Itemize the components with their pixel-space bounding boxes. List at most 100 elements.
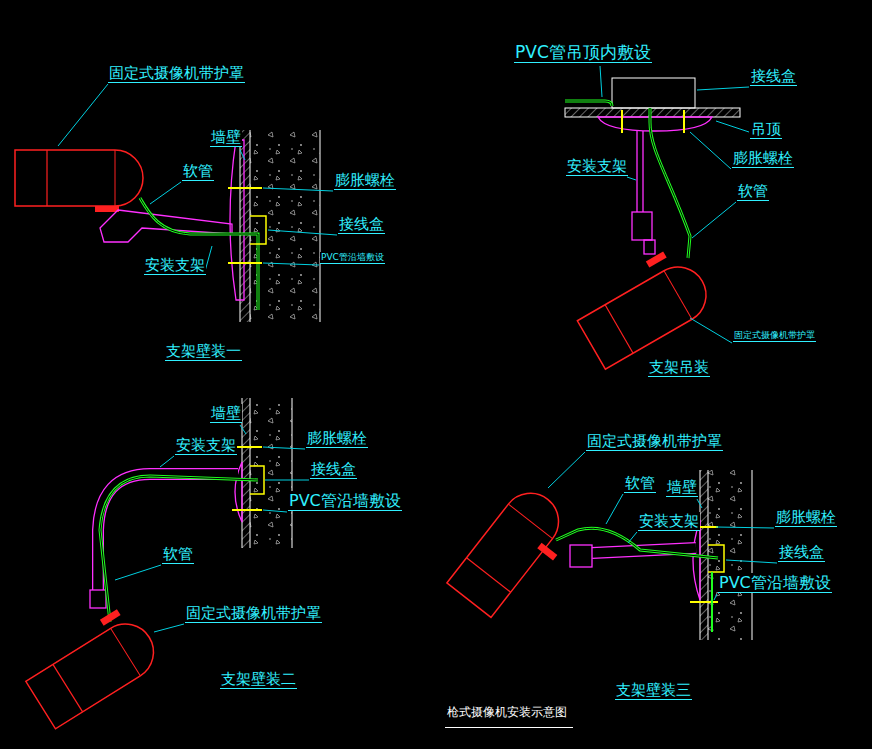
wall-section bbox=[240, 130, 320, 322]
pvc-pipe bbox=[711, 572, 713, 632]
wall-line bbox=[292, 398, 293, 548]
soft-pipe bbox=[556, 528, 718, 558]
leader-line bbox=[150, 182, 181, 204]
callout-label: 安装支架 bbox=[175, 436, 237, 455]
callout-label: PVC管沿墙敷设 bbox=[288, 491, 402, 511]
soft-pipe-core bbox=[650, 108, 690, 258]
callout-label: 软管 bbox=[624, 474, 656, 493]
camera-mount bbox=[646, 251, 667, 267]
wall-concrete bbox=[250, 398, 292, 548]
camera-housing bbox=[447, 482, 570, 617]
leader-line bbox=[268, 230, 337, 235]
callout-label: 膨胀螺栓 bbox=[334, 171, 396, 190]
leader-line bbox=[697, 87, 749, 90]
leader-line bbox=[628, 532, 637, 543]
leader-line bbox=[154, 624, 184, 632]
leader-line bbox=[265, 480, 309, 481]
ceiling bbox=[565, 108, 740, 117]
wall-concrete bbox=[708, 470, 752, 640]
wall-hatch bbox=[242, 398, 250, 548]
bracket-joint bbox=[632, 212, 652, 240]
wall-line bbox=[752, 470, 753, 640]
leader-line bbox=[263, 510, 287, 512]
leader-line bbox=[58, 84, 108, 146]
leader-line bbox=[263, 447, 305, 449]
leader-line bbox=[548, 452, 585, 488]
camera-housing bbox=[26, 609, 164, 729]
leader-line bbox=[690, 318, 732, 343]
leader-line bbox=[240, 425, 246, 434]
wall-section bbox=[700, 470, 752, 640]
view-caption: 支架壁装一 bbox=[165, 342, 242, 361]
callout-label: 固定式摄像机带护罩 bbox=[108, 64, 245, 83]
callout-label: 接线盒 bbox=[750, 67, 797, 86]
soft-pipe-core bbox=[556, 528, 718, 558]
soft-pipe bbox=[100, 476, 258, 622]
expansion-bolt bbox=[232, 509, 262, 511]
leader-line bbox=[726, 560, 777, 563]
leader-line bbox=[160, 456, 174, 467]
bracket-joint bbox=[570, 545, 592, 567]
leader-line bbox=[716, 527, 774, 528]
callout-label: PVC管沿墙敷设 bbox=[718, 573, 832, 593]
pvc-pipe-core bbox=[565, 101, 612, 106]
junction-box bbox=[708, 545, 724, 572]
callout-label: 墙壁 bbox=[666, 478, 698, 497]
wall-concrete bbox=[250, 130, 320, 322]
drawing-title: 枪式摄像机安装示意图 bbox=[445, 705, 573, 728]
leader-line bbox=[627, 177, 636, 180]
leader-line bbox=[690, 132, 731, 169]
callout-label: 软管 bbox=[737, 182, 769, 201]
wall-line bbox=[250, 130, 251, 322]
bracket-joint bbox=[644, 240, 655, 254]
junction-box bbox=[250, 216, 266, 244]
callout-label: 膨胀螺栓 bbox=[306, 429, 368, 448]
wall-line bbox=[708, 470, 709, 640]
bracket-joint bbox=[90, 590, 106, 608]
wall-plate bbox=[230, 140, 244, 300]
callout-label: 安装支架 bbox=[566, 157, 628, 176]
leader-line bbox=[714, 594, 717, 600]
leader-line bbox=[600, 66, 602, 97]
callout-label: 软管 bbox=[162, 545, 194, 564]
view-caption: 支架吊装 bbox=[648, 358, 710, 377]
ceiling-plate bbox=[598, 117, 712, 131]
callout-label: 固定式摄像机带护罩 bbox=[733, 330, 816, 342]
wall-line bbox=[250, 398, 251, 548]
callout-label: 墙壁 bbox=[210, 404, 242, 423]
bracket bbox=[98, 474, 238, 590]
callout-label: 墙壁 bbox=[210, 128, 242, 147]
soft-pipe bbox=[650, 108, 690, 258]
camera-housing bbox=[15, 150, 143, 212]
wall-hatch bbox=[240, 130, 250, 322]
expansion-bolt bbox=[228, 187, 262, 189]
leader-line bbox=[716, 121, 749, 132]
callout-label: 安装支架 bbox=[638, 512, 700, 531]
leader-line bbox=[263, 188, 333, 191]
callout-label: 接线盒 bbox=[778, 543, 825, 562]
expansion-bolt bbox=[621, 110, 623, 133]
camera-housing bbox=[577, 251, 716, 369]
soft-pipe bbox=[140, 198, 258, 310]
pvc-pipe bbox=[565, 101, 612, 106]
callout-label: 吊顶 bbox=[750, 120, 782, 139]
camera-mount bbox=[537, 543, 557, 561]
leader-line bbox=[240, 150, 245, 160]
wall-line bbox=[240, 130, 241, 322]
wall-line bbox=[320, 130, 321, 322]
wall-section bbox=[242, 398, 292, 548]
bracket-core bbox=[98, 474, 238, 590]
callout-label: 膨胀螺栓 bbox=[732, 149, 794, 168]
bracket bbox=[637, 131, 643, 212]
expansion-bolt bbox=[683, 110, 685, 133]
expansion-bolt bbox=[690, 601, 718, 603]
junction-box bbox=[250, 466, 264, 494]
callout-label: 接线盒 bbox=[310, 460, 357, 479]
callout-label: PVC管沿墙敷设 bbox=[320, 252, 385, 264]
callout-label: 膨胀螺栓 bbox=[775, 508, 837, 527]
camera-mount bbox=[95, 206, 119, 212]
callout-label: 安装支架 bbox=[144, 256, 206, 275]
callout-label: 软管 bbox=[182, 162, 214, 181]
camera-mount bbox=[100, 609, 121, 626]
